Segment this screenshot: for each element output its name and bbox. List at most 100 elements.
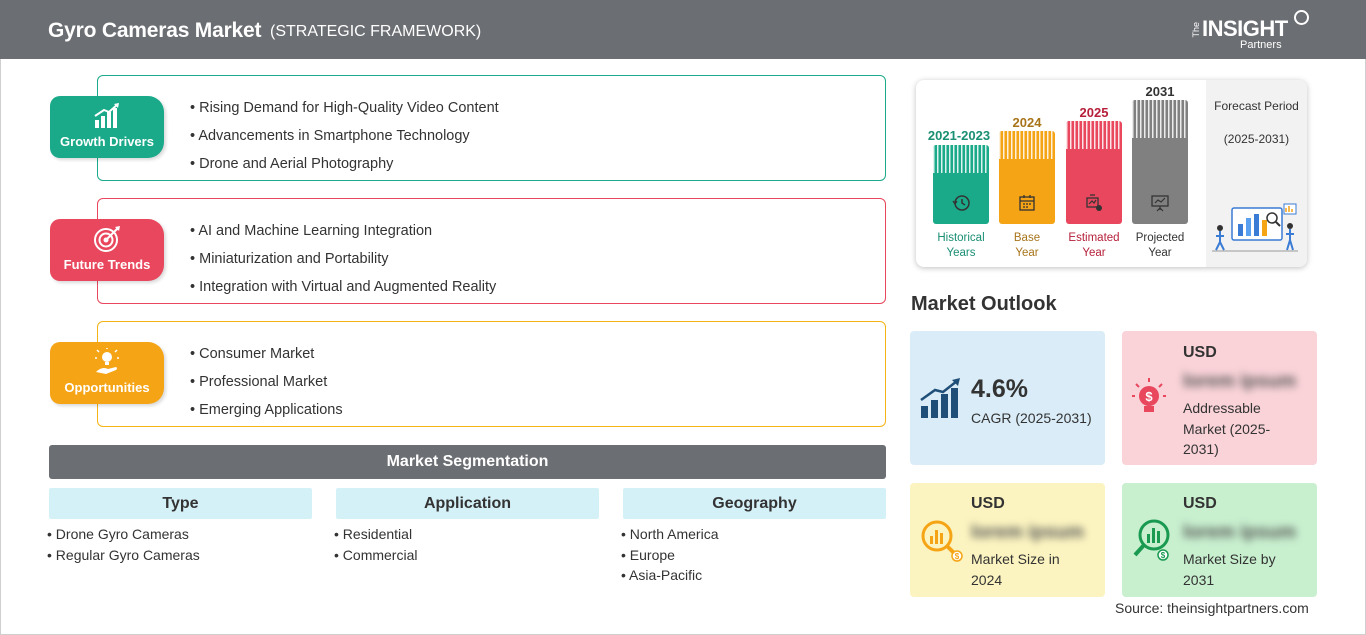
addressable-value: lorem ipsum: [1183, 371, 1296, 392]
base-bar: [999, 131, 1055, 224]
historical-name-line2: Years: [946, 247, 976, 259]
addressable-currency: USD: [1183, 344, 1217, 361]
estimated-name-line1: Estimated: [1068, 232, 1120, 244]
list-item: Europe: [621, 545, 719, 566]
opportunities-label: Opportunities: [64, 380, 150, 395]
list-item: Rising Demand for High-Quality Video Con…: [190, 94, 499, 122]
list-item: Drone Gyro Cameras: [47, 524, 200, 545]
calendar-icon: [1019, 195, 1035, 211]
svg-text:$: $: [1145, 389, 1153, 404]
estimate-icon: [1086, 194, 1102, 211]
cagr-box: 4.6% CAGR (2025-2031): [910, 331, 1105, 465]
projected-name-line2: Year: [1148, 247, 1172, 259]
estimated-year-label: 2025: [1079, 105, 1109, 120]
logo-ring-icon: [1294, 10, 1309, 25]
future-trends-badge: Future Trends: [50, 219, 164, 281]
base-year-label: 2024: [1012, 115, 1042, 130]
growth-chart-icon: [94, 103, 119, 128]
list-item: Commercial: [334, 545, 418, 566]
historical-bar: [933, 145, 989, 224]
list-item: Asia-Pacific: [621, 565, 719, 586]
dollar-bulb-icon: $: [1132, 378, 1166, 412]
size-2031-value: lorem ipsum: [1183, 522, 1296, 543]
presentation-icon: [1151, 195, 1169, 212]
market-segmentation-bar: Market Segmentation: [49, 445, 886, 479]
page-subtitle: (STRATEGIC FRAMEWORK): [270, 23, 482, 40]
size-2024-label: Market Size in 2024: [971, 551, 1060, 588]
list-item: Consumer Market: [190, 340, 343, 368]
base-name-line1: Base: [1013, 232, 1041, 244]
segment-application-heading: Application: [336, 488, 599, 519]
list-item: Drone and Aerial Photography: [190, 150, 499, 178]
future-trends-card: AI and Machine Learning Integration Mini…: [97, 198, 886, 304]
opportunities-badge: Opportunities: [50, 342, 164, 404]
projected-year-label: 2031: [1145, 84, 1175, 99]
magnifier-chart-icon: $: [1133, 519, 1170, 561]
addressable-label: Addressable Market (2025-2031): [1183, 400, 1271, 457]
estimated-bar: [1066, 121, 1122, 224]
bar-stripes: [933, 145, 989, 173]
svg-text:$: $: [1161, 551, 1166, 560]
bar-stripes: [1132, 100, 1188, 138]
source-text: Source: theinsightpartners.com: [1115, 600, 1309, 616]
future-trends-list: AI and Machine Learning Integration Mini…: [190, 217, 496, 301]
bar-stripes: [1066, 121, 1122, 149]
market-size-2031-box: $ USD lorem ipsum Market Size by 2031: [1122, 483, 1317, 597]
forecast-period-range: (2025-2031): [1223, 132, 1290, 146]
market-size-2024-box: $ USD lorem ipsum Market Size in 2024: [910, 483, 1105, 597]
lightbulb-hand-icon: [95, 348, 119, 374]
projected-bar: [1132, 100, 1188, 224]
analytics-people-illustration: [1212, 203, 1298, 252]
segment-geography-list: North America Europe Asia-Pacific: [621, 524, 719, 586]
list-item: North America: [621, 524, 719, 545]
addressable-market-box: $ USD lorem ipsum Addressable Market (20…: [1122, 331, 1317, 465]
segment-type-heading: Type: [49, 488, 312, 519]
growth-drivers-list: Rising Demand for High-Quality Video Con…: [190, 94, 499, 178]
segment-geography-heading: Geography: [623, 488, 886, 519]
size-2024-currency: USD: [971, 495, 1005, 512]
cagr-label: CAGR (2025-2031): [971, 410, 1092, 426]
forecast-period-title: Forecast Period: [1214, 99, 1299, 113]
growth-drivers-label: Growth Drivers: [60, 134, 154, 149]
page-title: Gyro Cameras Market: [48, 19, 262, 42]
historical-year-label: 2021-2023: [927, 128, 991, 143]
segment-type-list: Drone Gyro Cameras Regular Gyro Cameras: [47, 524, 200, 565]
svg-text:$: $: [955, 552, 960, 561]
magnifier-chart-icon: $: [921, 520, 963, 562]
base-name-line2: Year: [1015, 247, 1039, 259]
history-icon: [952, 195, 970, 211]
list-item: AI and Machine Learning Integration: [190, 217, 496, 245]
header-bar: Gyro Cameras Market (STRATEGIC FRAMEWORK…: [0, 0, 1366, 59]
size-2031-label: Market Size by 2031: [1183, 551, 1276, 588]
target-icon: [94, 226, 120, 252]
segment-application-list: Residential Commercial: [334, 524, 418, 566]
estimated-name-line2: Year: [1082, 247, 1106, 259]
opportunities-list: Consumer Market Professional Market Emer…: [190, 340, 343, 424]
list-item: Integration with Virtual and Augmented R…: [190, 273, 496, 301]
historical-name-line1: Historical: [937, 232, 985, 244]
size-2031-currency: USD: [1183, 495, 1217, 512]
size-2024-value: lorem ipsum: [971, 522, 1084, 543]
list-item: Miniaturization and Portability: [190, 245, 496, 273]
insight-partners-logo[interactable]: The INSIGHT Partners: [1190, 10, 1320, 54]
projected-name-line1: Projected: [1135, 232, 1185, 244]
list-item: Professional Market: [190, 368, 343, 396]
cagr-value: 4.6%: [971, 375, 1028, 403]
opportunities-card: Consumer Market Professional Market Emer…: [97, 321, 886, 427]
growth-chart-icon: [920, 378, 960, 418]
growth-drivers-badge: Growth Drivers: [50, 96, 164, 158]
market-outlook-title: Market Outlook: [911, 293, 1057, 315]
future-trends-label: Future Trends: [63, 257, 151, 272]
list-item: Residential: [334, 524, 417, 545]
logo-the: The: [1191, 22, 1201, 38]
logo-partners: Partners: [1240, 39, 1282, 51]
growth-drivers-card: Rising Demand for High-Quality Video Con…: [97, 75, 886, 181]
bar-stripes: [999, 131, 1055, 159]
list-item: Regular Gyro Cameras: [47, 545, 200, 566]
list-item: Emerging Applications: [190, 396, 342, 424]
list-item: Advancements in Smartphone Technology: [190, 122, 499, 150]
